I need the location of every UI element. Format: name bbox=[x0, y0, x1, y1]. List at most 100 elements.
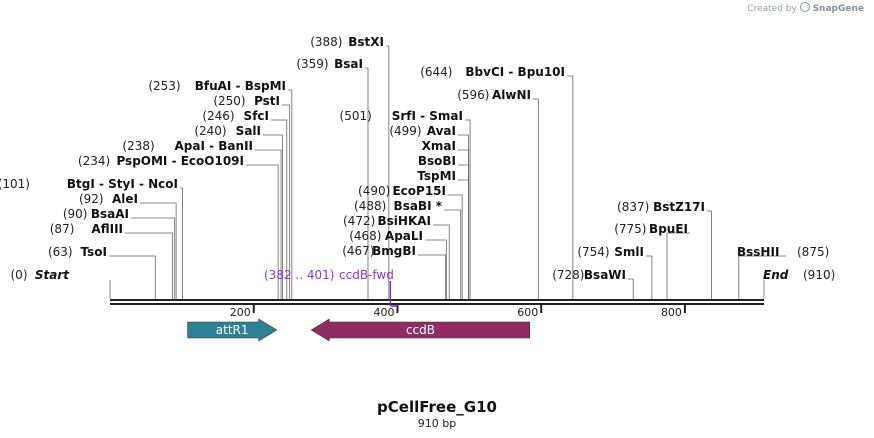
site-leader-lines bbox=[109, 45, 786, 299]
site-position: (467) bbox=[342, 244, 374, 258]
site-name: SfcI bbox=[244, 109, 269, 123]
restriction-site[interactable]: TsoI (63) bbox=[48, 245, 107, 259]
site-name: PstI bbox=[254, 94, 280, 108]
restriction-site[interactable]: Start(0) bbox=[11, 268, 71, 282]
site-leader-line bbox=[666, 232, 690, 299]
restriction-site[interactable]: BsaBI * (488) bbox=[354, 199, 443, 213]
site-leader-line bbox=[458, 149, 470, 299]
site-name: SalI bbox=[236, 124, 261, 138]
restriction-site[interactable]: BssHII (875) bbox=[737, 245, 829, 259]
sequence-length: 910 bp bbox=[417, 417, 457, 430]
site-position: (501) bbox=[340, 109, 372, 123]
restriction-site[interactable]: AvaI(499) bbox=[389, 124, 456, 138]
site-position: (90) bbox=[63, 207, 88, 221]
restriction-site[interactable]: BpuEI(775) bbox=[614, 222, 688, 236]
restriction-site[interactable]: BmgBI(467) bbox=[342, 244, 416, 258]
restriction-site[interactable]: SalI(240) bbox=[194, 124, 261, 138]
feature-label: attR1 bbox=[216, 323, 249, 337]
site-name: ApaLI bbox=[385, 229, 423, 243]
site-position: (837) bbox=[617, 200, 649, 214]
site-position: (101) bbox=[0, 177, 30, 191]
site-name: TspMI bbox=[417, 169, 456, 183]
site-name: BmgBI bbox=[372, 244, 416, 258]
site-leader-line bbox=[448, 194, 463, 299]
restriction-site[interactable]: PspOMI - EcoO109I(234) bbox=[78, 154, 244, 168]
restriction-site[interactable]: ApaLI(468) bbox=[349, 229, 423, 243]
site-name: BpuEI bbox=[649, 222, 688, 236]
restriction-site[interactable]: BtgI - StyI - NcoI (101) bbox=[0, 177, 178, 191]
restriction-site[interactable]: BstZ17I (837) bbox=[617, 200, 705, 214]
site-position: (488) bbox=[354, 199, 386, 213]
site-position: (250) bbox=[213, 94, 245, 108]
restriction-site[interactable]: AflIII(87) bbox=[50, 222, 123, 236]
tick-label: 200 bbox=[230, 306, 251, 319]
site-name: AvaI bbox=[427, 124, 456, 138]
site-position: (388) bbox=[310, 35, 342, 49]
site-name: AlwNI bbox=[492, 88, 531, 102]
restriction-site[interactable]: TspMI bbox=[417, 169, 456, 183]
site-position: (728) bbox=[552, 268, 584, 282]
site-name: SrfI - SmaI bbox=[392, 109, 463, 123]
site-name: BtgI - StyI - NcoI bbox=[67, 177, 178, 191]
site-leader-line bbox=[425, 239, 447, 299]
site-position: (644) bbox=[420, 65, 452, 79]
restriction-site[interactable]: BsiHKAI(472) bbox=[343, 214, 431, 228]
site-position: (875) bbox=[797, 245, 829, 259]
site-position: (253) bbox=[148, 79, 180, 93]
restriction-site[interactable]: PstI (250) bbox=[213, 94, 280, 108]
site-leader-line bbox=[140, 202, 177, 299]
site-leader-line bbox=[263, 134, 283, 299]
site-position: (472) bbox=[343, 214, 375, 228]
site-name: BssHII bbox=[737, 245, 779, 259]
restriction-site[interactable]: AleI(92) bbox=[79, 192, 138, 206]
site-name: BstZ17I bbox=[653, 200, 705, 214]
feature-ccdb[interactable]: ccdB bbox=[310, 318, 531, 342]
site-position: (246) bbox=[202, 109, 234, 123]
site-leader-line bbox=[738, 255, 786, 299]
site-leader-line bbox=[458, 164, 470, 299]
primer-name: ccdB-fwd bbox=[339, 268, 394, 282]
restriction-site[interactable]: BsoBI bbox=[418, 154, 456, 168]
restriction-site[interactable]: XmaI bbox=[422, 139, 456, 153]
restriction-site[interactable]: BsaWI(728) bbox=[552, 268, 626, 282]
site-name: TsoI bbox=[81, 245, 107, 259]
site-leader-line bbox=[180, 187, 183, 299]
restriction-site[interactable]: SmlI (754) bbox=[577, 245, 644, 259]
site-name: BsaI bbox=[334, 57, 363, 71]
credit-brand: SnapGene bbox=[812, 4, 864, 14]
restriction-site[interactable]: BstXI (388) bbox=[310, 35, 384, 49]
restriction-site[interactable]: AlwNI(596) bbox=[457, 88, 531, 102]
credit-prefix: Created by bbox=[747, 4, 797, 14]
restriction-site[interactable]: EcoP15I(490) bbox=[358, 184, 446, 198]
site-leader-line bbox=[125, 232, 173, 299]
site-name: XmaI bbox=[422, 139, 456, 153]
site-position: (63) bbox=[48, 245, 73, 259]
tick-label: 600 bbox=[517, 306, 538, 319]
site-leader-line bbox=[646, 255, 653, 299]
site-name: BstXI bbox=[348, 35, 384, 49]
restriction-site[interactable]: BsaI(359) bbox=[296, 57, 363, 71]
feature-attr1[interactable]: attR1 bbox=[187, 318, 278, 342]
restriction-site[interactable]: End(910) bbox=[763, 268, 835, 282]
site-position: (754) bbox=[577, 245, 609, 259]
primer-ccdB-fwd[interactable]: (382 .. 401)ccdB-fwd bbox=[264, 268, 398, 307]
site-position: (596) bbox=[457, 88, 489, 102]
restriction-site[interactable]: ApaI - BanII(238) bbox=[122, 139, 253, 153]
site-leader-line bbox=[271, 119, 288, 299]
restriction-site[interactable]: BbvCI - Bpu10I(644) bbox=[420, 65, 565, 79]
site-position: (92) bbox=[79, 192, 104, 206]
site-leader-line bbox=[246, 164, 279, 299]
snapgene-logo-icon bbox=[799, 2, 810, 12]
restriction-site[interactable]: BsaAI(90) bbox=[63, 207, 129, 221]
feature-label: ccdB bbox=[406, 323, 435, 337]
feature-arrow bbox=[310, 318, 531, 342]
site-position: (910) bbox=[803, 268, 835, 282]
site-leader-line bbox=[433, 224, 450, 299]
restriction-site[interactable]: SrfI - SmaI (501) bbox=[340, 109, 463, 123]
restriction-site[interactable]: SfcI (246) bbox=[202, 109, 269, 123]
site-name: SmlI bbox=[614, 245, 644, 259]
site-name: BsaBI * bbox=[394, 199, 443, 213]
restriction-site[interactable]: BfuAI - BspMI(253) bbox=[148, 79, 286, 93]
